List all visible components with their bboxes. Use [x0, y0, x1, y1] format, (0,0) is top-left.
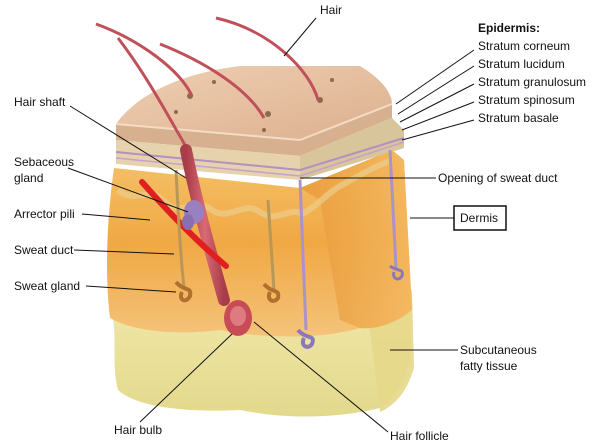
label-sebaceous-line1: Sebaceous [14, 155, 74, 169]
label-stratum-granulosum: Stratum granulosum [478, 75, 586, 89]
label-subcutaneous-line2: fatty tissue [460, 359, 518, 373]
leader-lines [67, 17, 475, 433]
label-hair-follicle: Hair follicle [390, 429, 449, 443]
label-sweat-gland: Sweat gland [14, 279, 80, 293]
sweat-glands [174, 149, 404, 349]
label-stratum-corneum: Stratum corneum [478, 39, 570, 53]
label-hair-shaft: Hair shaft [14, 95, 66, 109]
hair-follicle [180, 144, 252, 336]
label-stratum-spinosum: Stratum spinosum [478, 93, 575, 107]
dermis-layer [107, 150, 413, 337]
label-stratum-lucidum: Stratum lucidum [478, 57, 565, 71]
label-sweat-duct: Sweat duct [14, 243, 74, 257]
label-hair: Hair [320, 3, 342, 17]
label-opening-sweat-duct: Opening of sweat duct [438, 171, 558, 185]
label-arrector-pili: Arrector pili [14, 207, 75, 221]
label-epidermis: Epidermis: [478, 21, 540, 35]
label-subcutaneous-line1: Subcutaneous [460, 343, 537, 357]
dermis-label-box [453, 205, 507, 231]
label-dermis: Dermis [460, 211, 498, 225]
hairs [95, 16, 320, 151]
label-hair-bulb: Hair bulb [114, 423, 162, 437]
label-sebaceous-line2: gland [14, 171, 43, 185]
label-stratum-basale: Stratum basale [478, 111, 559, 125]
sebaceous-gland [182, 200, 204, 230]
